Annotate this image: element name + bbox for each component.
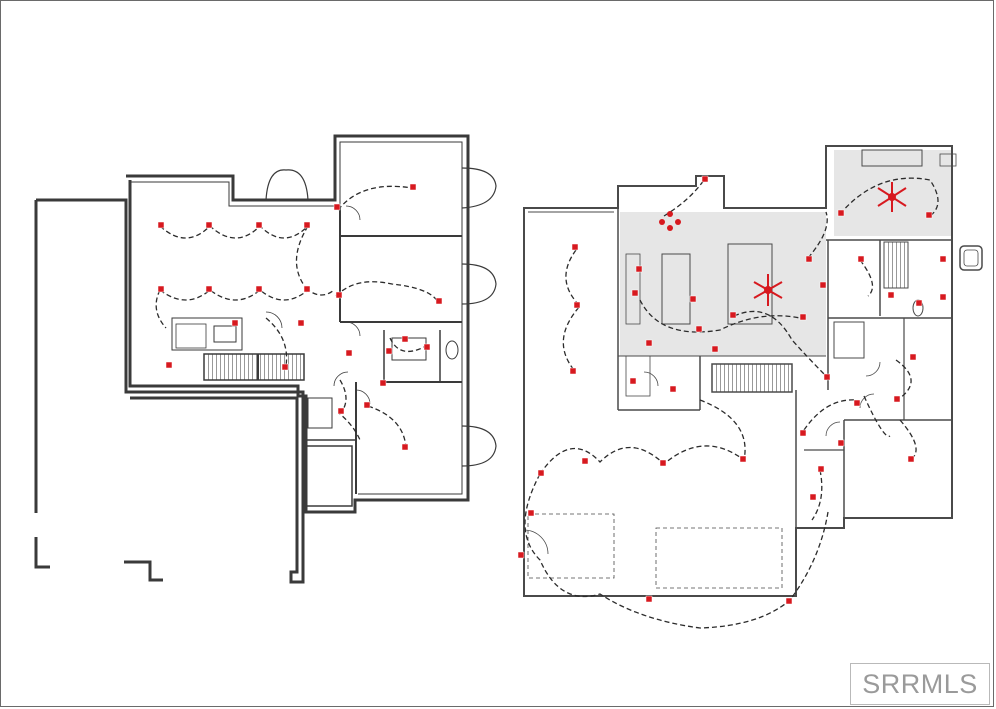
main-floor-plan	[523, 145, 983, 597]
ceiling-fan-icon	[753, 274, 783, 306]
closet-shelf-icon	[883, 241, 909, 289]
outlet-icon	[157, 175, 947, 605]
light-fixture-icon	[659, 211, 681, 231]
ceiling-fan-icon	[877, 182, 907, 212]
main-floor-circuits	[524, 177, 939, 629]
main-stair-icon	[711, 363, 793, 393]
basement-circuits	[155, 185, 439, 449]
basement-stair-icon	[203, 353, 305, 381]
srrmls-watermark: SRRMLS	[850, 663, 990, 705]
basement-plan	[34, 134, 497, 584]
